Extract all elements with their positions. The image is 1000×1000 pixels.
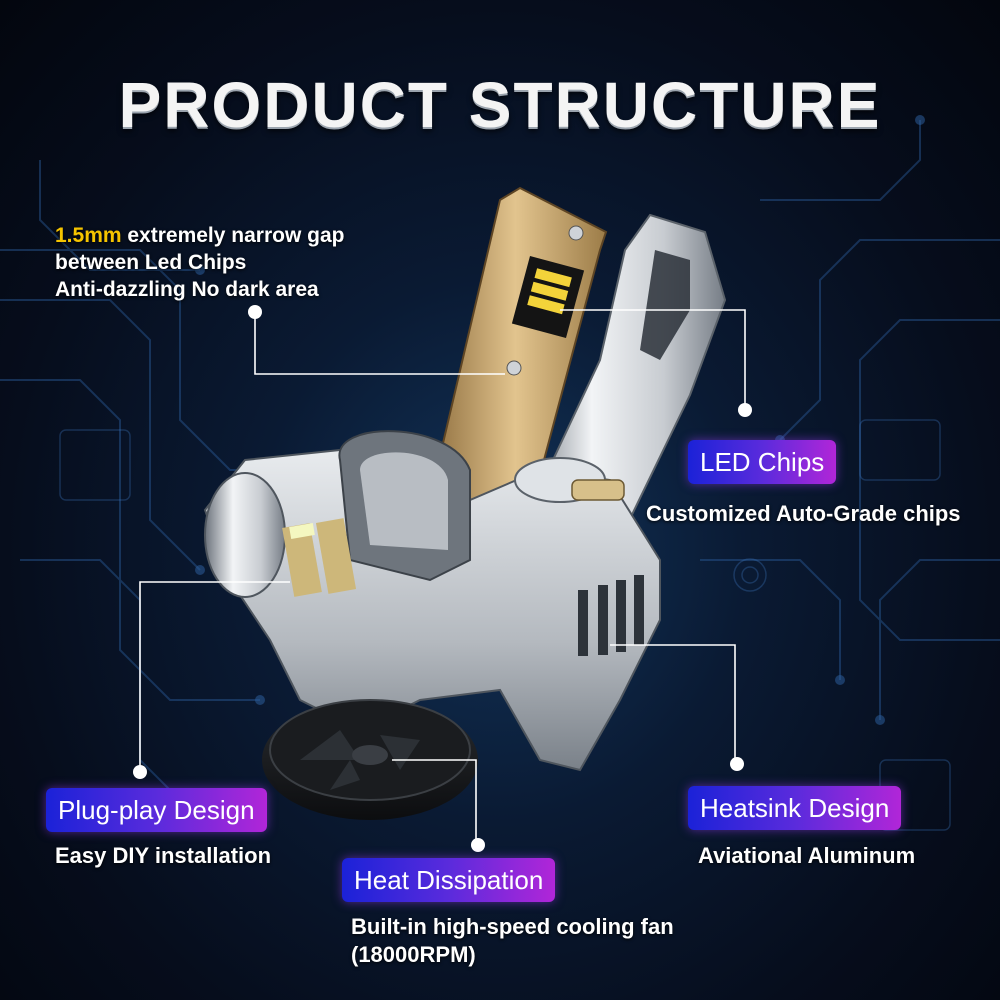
plug-play-badge: Plug-play Design	[46, 788, 267, 832]
cooling-fan	[262, 699, 478, 820]
gap-size-highlight: 1.5mm	[55, 224, 122, 247]
gap-note-line1: extremely narrow gap	[121, 224, 345, 247]
led-chips-badge: LED Chips	[688, 440, 837, 484]
heatsink-badge: Heatsink Design	[688, 786, 902, 830]
heat-dissipation-description: Built-in high-speed cooling fan (18000RP…	[351, 914, 674, 967]
led-circuit-board	[423, 186, 608, 552]
plug-play-description: Easy DIY installation	[55, 843, 272, 868]
chip-gap-note: 1.5mm extremely narrow gap between Led C…	[55, 222, 344, 303]
page-title: PRODUCT STRUCTURE	[118, 69, 882, 141]
gap-note-line2: between Led Chips	[55, 251, 247, 274]
heatsink-description: Aviational Aluminum	[698, 843, 916, 868]
gap-note-line3: Anti-dazzling No dark area	[55, 278, 319, 301]
heat-dissipation-badge: Heat Dissipation	[342, 858, 556, 902]
bulb-body	[203, 430, 661, 772]
led-chips-description: Customized Auto-Grade chips	[646, 501, 961, 526]
